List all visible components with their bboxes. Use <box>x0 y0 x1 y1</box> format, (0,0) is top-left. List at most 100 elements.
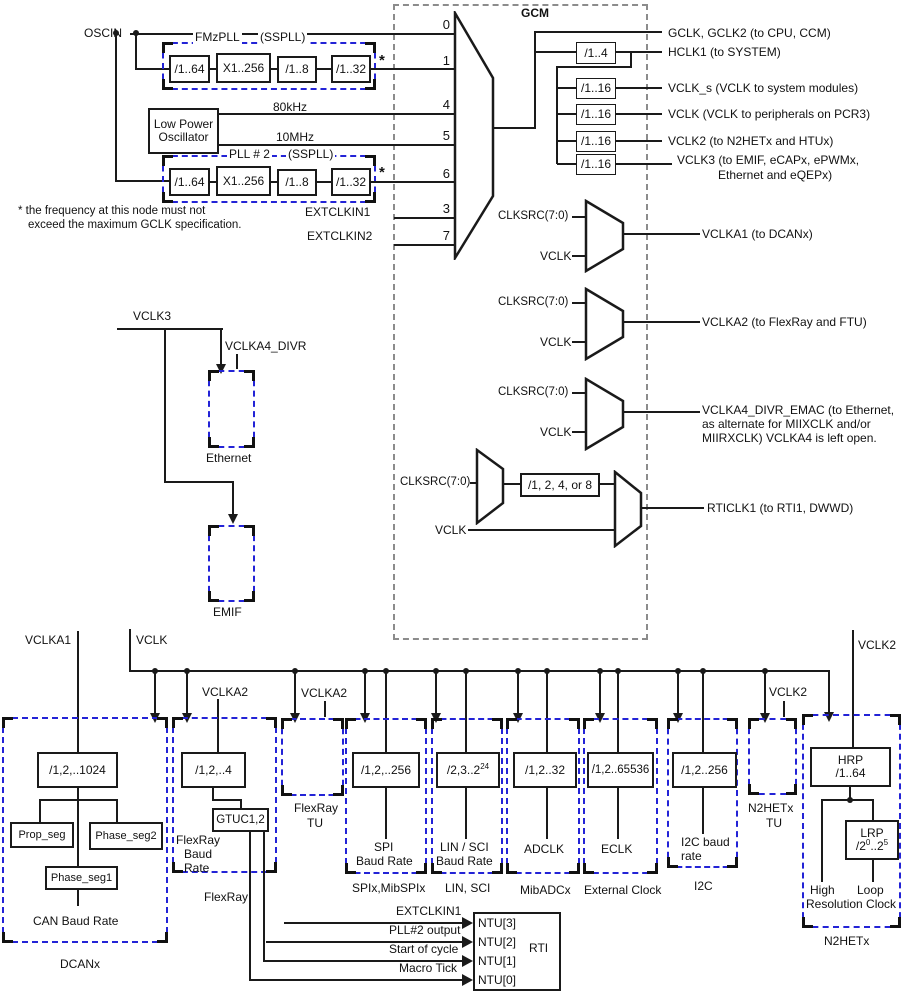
wire <box>557 113 576 115</box>
spi-caption-1: SPI <box>374 840 394 854</box>
ntu0-label: NTU[0] <box>478 973 517 987</box>
wire <box>324 701 326 717</box>
wire <box>39 799 41 822</box>
vclk-rail-label: VCLK <box>136 633 168 647</box>
wire <box>115 180 170 182</box>
vclka2-output-label: VCLKA2 (to FlexRay and FTU) <box>702 315 867 329</box>
vclka4-clksrc-label: CLKSRC(7:0) <box>498 386 569 398</box>
pll1-postdiv-box: /1..32 <box>331 55 371 83</box>
wire <box>572 255 586 257</box>
wire <box>394 217 457 219</box>
wire <box>249 979 464 981</box>
wire <box>77 890 79 906</box>
frbr-caption-2: Baud <box>184 847 213 861</box>
lrp-divider: /20..25 <box>856 839 888 853</box>
corner-bracket <box>416 718 427 729</box>
hrp-box: HRP /1..64 <box>810 747 891 787</box>
vclk3-label: VCLK3 <box>133 309 172 323</box>
wire <box>371 68 457 70</box>
frbr-divider: /1,2,..4 <box>195 762 232 777</box>
hettu-vclk2-label: VCLK2 <box>769 685 808 699</box>
wire <box>263 832 265 962</box>
pll2-postdiv-box: /1..32 <box>331 168 371 196</box>
wire <box>849 787 851 801</box>
eclk-caption: ECLK <box>601 842 633 856</box>
wire <box>164 481 234 483</box>
ntu3-label: NTU[3] <box>478 916 517 930</box>
wire <box>572 431 586 433</box>
adc-divider-box: /1,2..32 <box>513 752 577 788</box>
i2c-module-box <box>667 718 738 868</box>
vclk3-divider-box: /1..16 <box>576 154 616 175</box>
wire <box>622 411 700 413</box>
lpo-80khz-label: 80kHz <box>273 100 308 114</box>
mux-input-3: 3 <box>442 201 450 216</box>
vclk3-divider: /1..16 <box>580 157 612 171</box>
out-vclk-s: VCLK_s (VCLK to system modules) <box>668 81 859 95</box>
lin-divider-box: /2,3..224 <box>436 752 500 788</box>
wire <box>212 799 242 801</box>
wire <box>435 670 437 716</box>
adc-modules-label: MibADCx <box>520 883 571 897</box>
corner-bracket <box>281 785 292 796</box>
pll1-stage1: /1..64 <box>174 61 205 76</box>
vclka1-vclk-label: VCLK <box>540 249 572 263</box>
out-vclk3-line1: VCLK3 (to EMIF, eCAPx, ePWMx, <box>677 153 860 167</box>
lin-divider: /2,3..224 <box>446 762 489 777</box>
vclka2-clksrc-label: CLKSRC(7:0) <box>498 296 569 308</box>
vclka4-divr-label: VCLKA4_DIVR <box>225 339 307 353</box>
corner-bracket <box>786 784 797 795</box>
spi-modules-label: SPIx,MibSPIx <box>352 881 426 895</box>
i2c-modules-label: I2C <box>694 879 713 893</box>
wire <box>135 68 170 70</box>
pll1-prediv-box: /1..64 <box>169 55 210 83</box>
corner-bracket <box>506 863 517 874</box>
corner-bracket <box>431 863 442 874</box>
wire <box>186 670 188 716</box>
wire <box>465 788 467 839</box>
corner-bracket <box>281 718 292 729</box>
frtu-caption-2: TU <box>307 816 323 830</box>
vclka1-mux <box>584 199 625 273</box>
corner-bracket <box>667 718 678 729</box>
wire <box>394 244 457 246</box>
mux-input-6: 6 <box>442 166 450 181</box>
emif-module-box <box>208 525 255 602</box>
wire <box>116 799 118 822</box>
pll1-div2-box: /1..8 <box>277 56 317 83</box>
frtu-caption-1: FlexRay <box>294 801 339 815</box>
hettu-caption-1: N2HETx <box>748 801 794 815</box>
corner-bracket <box>2 932 13 943</box>
wire <box>534 31 536 129</box>
vclks-divider: /1..16 <box>580 81 612 95</box>
pll2-prediv-box: /1..64 <box>169 168 210 196</box>
corner-bracket <box>266 717 277 728</box>
lin-divider-base: /2,3..2 <box>446 762 481 777</box>
corner-bracket <box>345 718 356 729</box>
corner-bracket <box>365 42 376 53</box>
wire <box>164 328 166 483</box>
corner-bracket <box>569 718 580 729</box>
vclk2-divider-box: /1..16 <box>576 131 616 152</box>
ntu1-label: NTU[1] <box>478 954 517 968</box>
can-baud-rate-label: CAN Baud Rate <box>33 914 119 928</box>
lrp-box: LRP /20..25 <box>845 820 899 860</box>
phase-seg1: Phase_seg1 <box>50 871 113 884</box>
wire <box>210 68 216 70</box>
wire <box>677 670 679 716</box>
wire <box>217 699 219 753</box>
wire <box>129 670 830 672</box>
flexray-tu-module-box <box>281 718 344 796</box>
corner-bracket <box>266 862 277 873</box>
rticlk-src-mux <box>475 448 505 525</box>
rticlk-divider-box: /1, 2, 4, or 8 <box>520 473 600 497</box>
adclk-caption: ADCLK <box>524 842 565 856</box>
spi-module-box <box>345 718 427 874</box>
corner-bracket <box>727 718 738 729</box>
frbr-caption-1: FlexRay <box>176 833 221 847</box>
phase-seg1-box: Phase_seg1 <box>45 866 118 890</box>
corner-bracket <box>208 591 219 602</box>
wire <box>616 51 662 53</box>
out-vclk2: VCLK2 (to N2HETx and HTUx) <box>668 134 834 148</box>
corner-bracket <box>2 717 13 728</box>
